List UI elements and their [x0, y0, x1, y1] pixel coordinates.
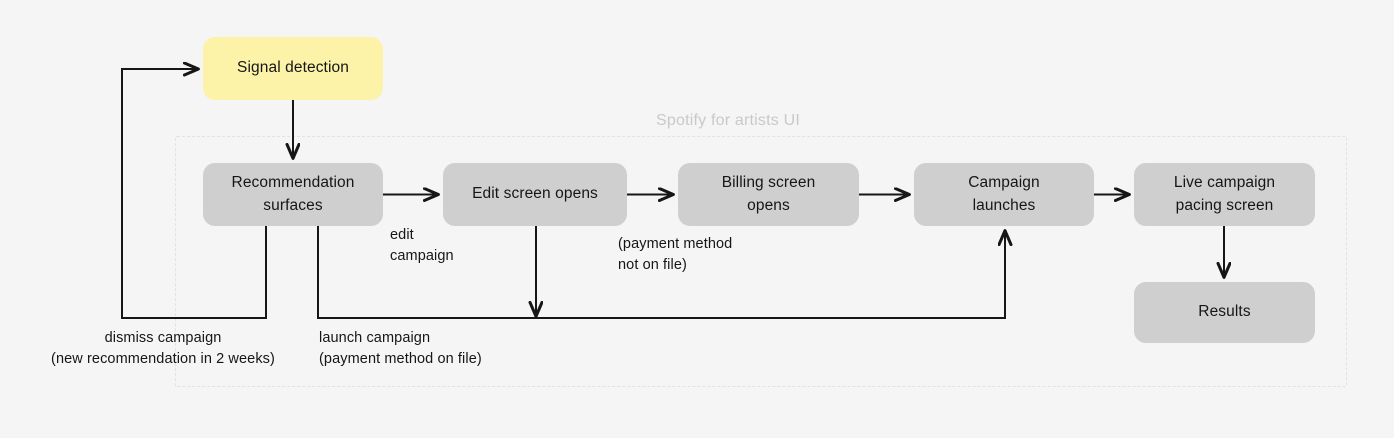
edge-label-launch-campaign: launch campaign (payment method on file)	[319, 330, 482, 367]
node-live-campaign-pacing-screen[interactable]: Live campaign pacing screen	[1134, 163, 1315, 226]
node-signal-detection[interactable]: Signal detection	[203, 37, 383, 100]
node-recommendation-surfaces[interactable]: Recommendation surfaces	[203, 163, 383, 226]
node-campaign-launches[interactable]: Campaign launches	[914, 163, 1094, 226]
edge-label-edit-campaign: edit campaign	[390, 227, 454, 264]
edge-label-dismiss-campaign: dismiss campaign (new recommendation in …	[51, 330, 275, 367]
edge-label-payment-method-not-on-file: (payment method not on file)	[618, 236, 733, 273]
node-billing-screen-opens[interactable]: Billing screen opens	[678, 163, 859, 226]
node-results[interactable]: Results	[1134, 282, 1315, 343]
group-label-spotify-for-artists-ui: Spotify for artists UI	[648, 112, 808, 130]
node-edit-screen-opens[interactable]: Edit screen opens	[443, 163, 627, 226]
